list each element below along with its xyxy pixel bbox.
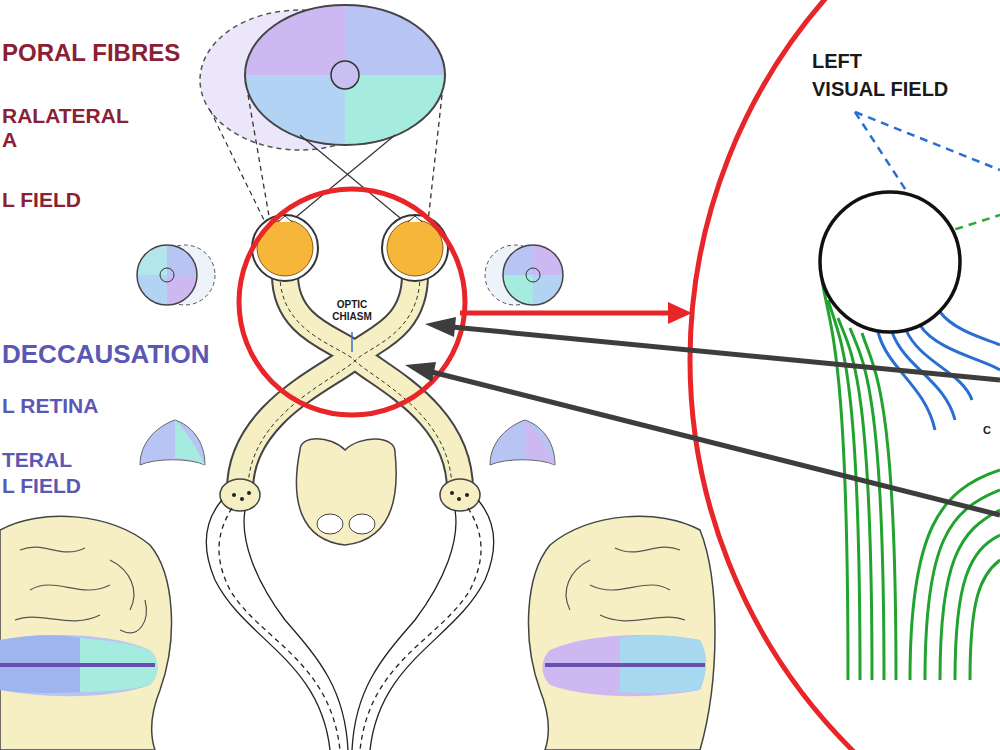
- note-fragment: L FIELD: [2, 188, 81, 211]
- field-label: LEFT: [812, 50, 862, 72]
- note-fragment: RALATERAL: [2, 104, 129, 127]
- structure-label: OPTIC CHIASM: [326, 299, 378, 322]
- section-heading: PORAL FIBRES: [2, 40, 180, 66]
- note-fragment: L FIELD: [2, 474, 81, 497]
- note-fragment: L RETINA: [2, 394, 98, 417]
- note-fragment: A: [2, 128, 17, 151]
- structure-label: C: [983, 424, 991, 436]
- section-heading: DECCAUSATION: [2, 340, 210, 369]
- field-label: VISUAL FIELD: [812, 78, 948, 100]
- note-fragment: TERAL: [2, 448, 72, 471]
